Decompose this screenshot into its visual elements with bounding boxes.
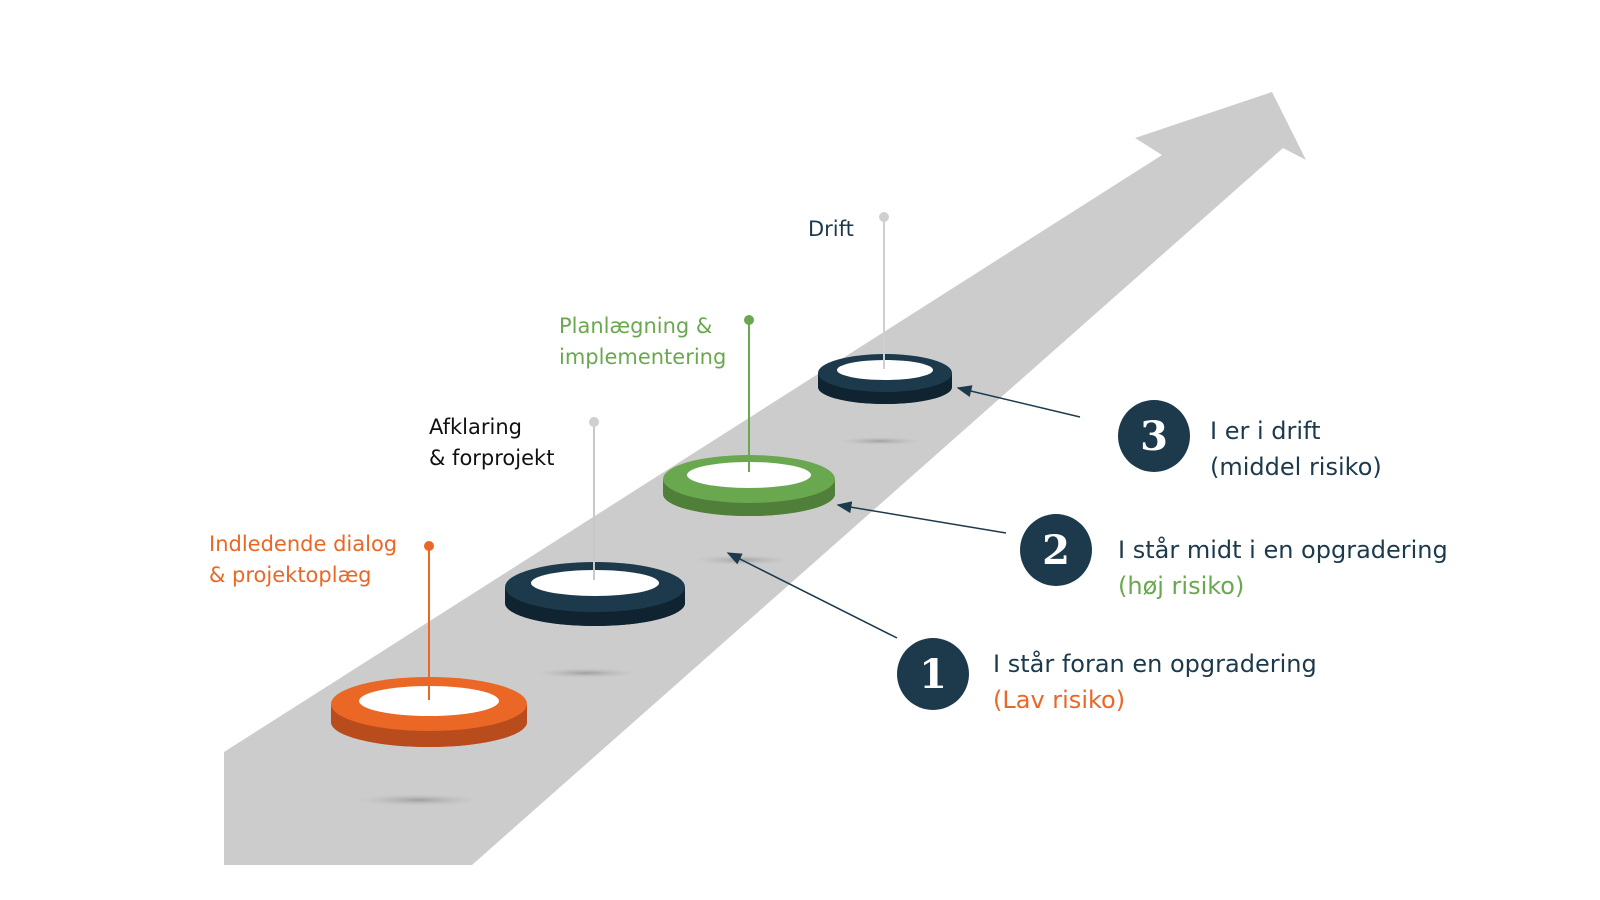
phase-label-3-line1: Planlægning & [559, 314, 713, 338]
pin-1 [424, 541, 434, 700]
stage-risk-1: (Lav risiko) [993, 686, 1126, 714]
phase-label-2: Afklaring & forprojekt [429, 412, 554, 474]
disc-2 [505, 562, 685, 626]
pin-3 [744, 315, 754, 472]
stage-title-2: I står midt i en opgradering [1118, 536, 1448, 564]
stage-title-3: I er i drift [1210, 417, 1321, 445]
pointer-arrow-2 [836, 501, 1007, 534]
stage-badge-1: 1 [897, 638, 969, 710]
disc-shadow-2 [534, 668, 638, 678]
stage-number-1: 1 [919, 650, 947, 698]
phase-label-2-line2: & forprojekt [429, 446, 555, 470]
phase-label-4-line1: Drift [808, 217, 854, 241]
stage-number-2: 2 [1042, 526, 1070, 574]
phase-label-1: Indledende dialog & projektoplæg [209, 529, 397, 591]
phase-label-3: Planlægning & implementering [559, 311, 726, 373]
stage-description-2: I står midt i en opgradering (høj risiko… [1118, 532, 1448, 604]
disc-shadow-4 [838, 437, 922, 445]
stage-risk-3: (middel risiko) [1210, 453, 1382, 481]
phase-label-1-line2: & projektoplæg [209, 563, 372, 587]
stage-description-1: I står foran en opgradering (Lav risiko) [993, 646, 1317, 718]
pointer-arrow-1 [726, 552, 898, 639]
stage-description-3: I er i drift (middel risiko) [1210, 413, 1382, 485]
phase-label-4: Drift [808, 214, 854, 245]
disc-4 [818, 354, 952, 404]
disc-3 [663, 455, 835, 516]
disc-1 [331, 677, 527, 747]
stage-risk-2: (høj risiko) [1118, 572, 1245, 600]
pin-2 [589, 417, 599, 580]
pin-4 [879, 212, 889, 369]
phase-label-1-line1: Indledende dialog [209, 532, 398, 556]
stage-number-3: 3 [1140, 412, 1168, 460]
phase-label-3-line2: implementering [559, 345, 727, 369]
stage-badge-2: 2 [1020, 514, 1092, 586]
stage-badge-3: 3 [1118, 400, 1190, 472]
stage-title-1: I står foran en opgradering [993, 650, 1317, 678]
disc-shadow-1 [356, 794, 480, 806]
pointer-arrow-3 [956, 385, 1081, 418]
phase-label-2-line1: Afklaring [429, 415, 522, 439]
